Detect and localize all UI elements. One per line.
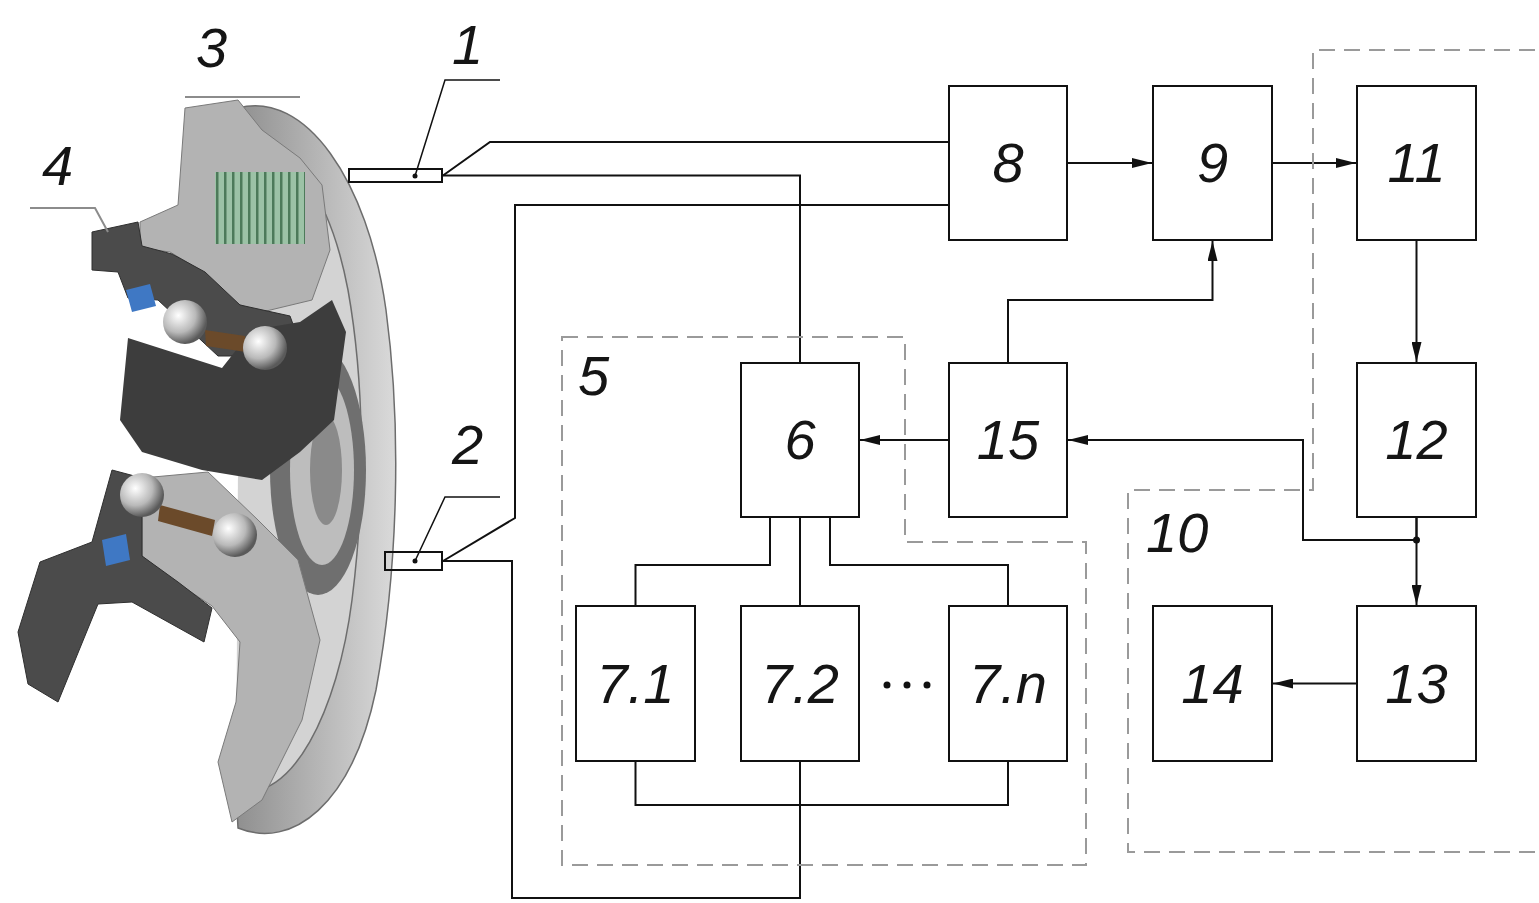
process-box: 13: [1356, 605, 1477, 762]
callout-number: 10: [1146, 505, 1208, 561]
process-box: 14: [1152, 605, 1273, 762]
bearing-cage: [205, 330, 246, 352]
leader-dots: [413, 174, 418, 564]
block-number: 8: [992, 135, 1023, 191]
wheel-bolt: [215, 172, 305, 244]
leader-dot: [413, 559, 418, 564]
bearing-ball: [243, 326, 287, 370]
leader-line: [415, 80, 500, 176]
block-number: 7.2: [761, 656, 839, 712]
seal: [102, 534, 130, 566]
bearing-ball: [213, 513, 257, 557]
signal-line: [830, 518, 1008, 605]
signal-line: [443, 142, 948, 176]
process-box: 6: [740, 362, 860, 518]
block-number: 7.n: [969, 656, 1047, 712]
knuckle-section: [18, 470, 212, 702]
block-number: 15: [977, 412, 1039, 468]
dashed-outline: [1128, 50, 1539, 852]
callout-number: 2: [452, 417, 483, 473]
sensor-box: 1: [348, 168, 443, 183]
process-box: 8: [948, 85, 1068, 241]
leader-lines: [30, 80, 500, 561]
signal-arrow: [1008, 241, 1213, 362]
callout-number: 1: [452, 17, 483, 73]
leader-line: [30, 208, 108, 232]
process-box: 15: [948, 362, 1068, 518]
process-box: 12: [1356, 362, 1477, 518]
block-number: 7.1: [597, 656, 675, 712]
dashed-outline: [562, 337, 1086, 865]
process-box: 7.2: [740, 605, 860, 762]
leader-dot: [413, 174, 418, 179]
process-box: 7.n: [948, 605, 1068, 762]
signal-arrow: [1068, 162, 1152, 164]
ellipsis-dot: [904, 682, 911, 689]
block-number: 6: [784, 412, 815, 468]
ellipsis-dot: [884, 682, 891, 689]
process-box: 7.1: [575, 605, 696, 762]
callout-number: 5: [578, 348, 609, 404]
flange-section: [142, 472, 320, 822]
signal-arrow: [1273, 162, 1356, 164]
callout-number: 4: [42, 138, 73, 194]
sensor-box: 2: [384, 551, 443, 571]
block-number: 9: [1197, 135, 1228, 191]
connectors: [443, 142, 1420, 898]
signal-arrow: [860, 439, 948, 441]
seal: [126, 284, 156, 312]
ellipsis-dot: [924, 682, 931, 689]
signal-line: [443, 205, 948, 561]
block-number: 11: [1387, 135, 1445, 191]
signal-line: [443, 561, 1008, 898]
process-box: 9: [1152, 85, 1273, 241]
signal-arrow: [1273, 683, 1356, 685]
junction-dot: [1413, 537, 1420, 544]
block-number: 13: [1385, 656, 1447, 712]
spindle-section: [120, 300, 346, 480]
signal-line: [799, 518, 801, 605]
block-number: 14: [1181, 656, 1243, 712]
signal-line: [443, 176, 800, 363]
group-outline: 10 11 12 13 14: [1128, 50, 1539, 852]
ellipsis-dots: [884, 682, 931, 689]
leader-line: [185, 96, 300, 98]
signal-arrow: [1416, 241, 1418, 362]
process-box: 11: [1356, 85, 1477, 241]
bearing-cage: [158, 505, 215, 536]
block-number: 12: [1385, 412, 1447, 468]
callout-number: 3: [196, 20, 227, 76]
signal-line: [636, 518, 771, 605]
bearing-ball: [120, 473, 164, 517]
wheel-hub: [18, 100, 396, 833]
bearing-ball: [163, 300, 207, 344]
